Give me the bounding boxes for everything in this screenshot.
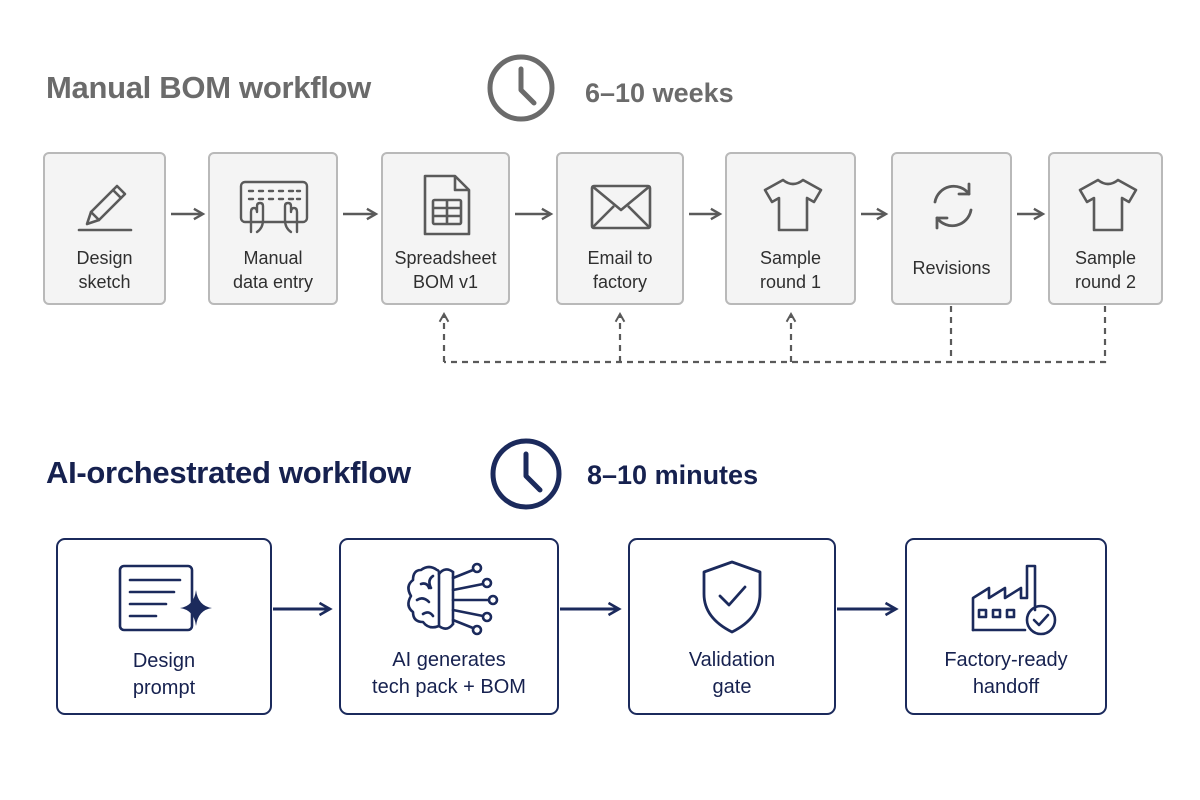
spreadsheet-icon	[423, 174, 471, 236]
shield-check-icon	[702, 560, 762, 634]
ai-workflow-title: AI-orchestrated workflow	[46, 455, 411, 490]
envelope-icon	[590, 184, 652, 230]
clock-icon	[487, 54, 555, 122]
manual-workflow-title: Manual BOM workflow	[46, 70, 371, 105]
tshirt-icon	[763, 178, 823, 232]
pencil-icon	[77, 184, 133, 232]
factory-check-icon	[971, 564, 1057, 636]
tshirt-icon	[1078, 178, 1138, 232]
manual-step-revisions: Revisions	[891, 152, 1012, 305]
ai-brain-icon	[407, 562, 499, 636]
document-sparkle-icon	[118, 564, 212, 632]
ai-duration: 8–10 minutes	[587, 460, 759, 490]
keyboard-icon	[239, 180, 309, 234]
feedback-loop-line	[444, 306, 1107, 364]
manual-step-label: Revisions	[912, 258, 991, 278]
manual-duration: 6–10 weeks	[585, 78, 734, 108]
refresh-icon	[933, 182, 973, 230]
clock-icon	[490, 438, 562, 510]
